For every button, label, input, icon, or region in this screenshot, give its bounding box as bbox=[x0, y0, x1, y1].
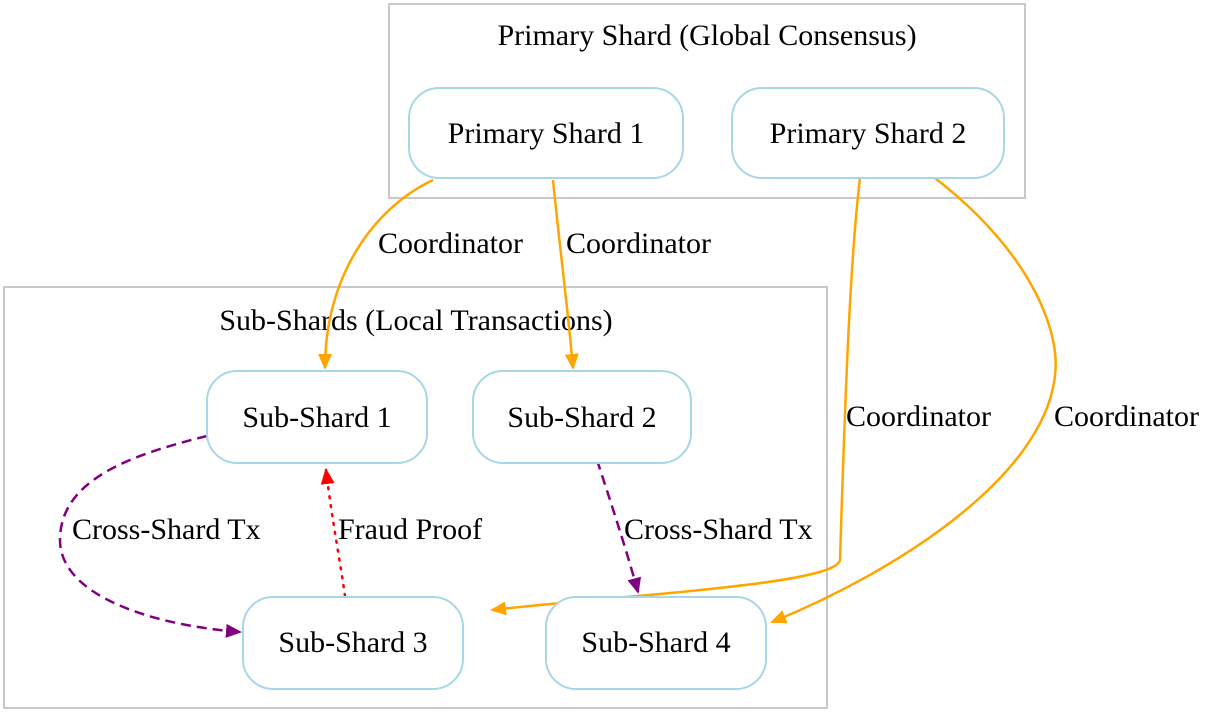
edge-label: Cross-Shard Tx bbox=[624, 513, 813, 546]
edge-label: Coordinator bbox=[846, 400, 991, 433]
node-sub-shard-1[interactable]: Sub-Shard 1 bbox=[206, 370, 428, 464]
node-sub-shard-2[interactable]: Sub-Shard 2 bbox=[472, 370, 692, 464]
node-box bbox=[242, 596, 464, 690]
edge-primary-shard-2-to-sub-shard-3: Coordinator bbox=[490, 177, 991, 616]
node-primary-shard-2[interactable]: Primary Shard 2 bbox=[731, 87, 1005, 179]
edge-label: Cross-Shard Tx bbox=[72, 513, 261, 546]
edge-label: Fraud Proof bbox=[338, 513, 482, 546]
node-sub-shard-4[interactable]: Sub-Shard 4 bbox=[545, 596, 767, 690]
edge-line bbox=[770, 177, 1057, 624]
edge-label: Coordinator bbox=[1054, 400, 1199, 433]
edge-label: Coordinator bbox=[566, 227, 711, 260]
cluster-sub-shards: Sub-Shards (Local Transactions) bbox=[3, 286, 828, 709]
node-sub-shard-3[interactable]: Sub-Shard 3 bbox=[242, 596, 464, 690]
edge-primary-shard-1-to-sub-shard-1: Coordinator bbox=[318, 178, 523, 370]
node-label: Primary Shard 1 bbox=[448, 117, 645, 150]
node-box bbox=[545, 596, 767, 690]
cluster-primary-shard-label: Primary Shard (Global Consensus) bbox=[497, 19, 916, 52]
edge-sub-shard-2-to-sub-shard-4: Cross-Shard Tx bbox=[595, 459, 813, 594]
cluster-primary-shard: Primary Shard (Global Consensus) bbox=[388, 3, 1026, 199]
node-label: Sub-Shard 1 bbox=[242, 401, 391, 434]
node-label: Sub-Shard 3 bbox=[278, 626, 427, 659]
edge-line bbox=[595, 459, 642, 594]
node-primary-shard-1[interactable]: Primary Shard 1 bbox=[408, 87, 684, 179]
edge-line bbox=[58, 434, 242, 638]
cluster-sub-shards-label: Sub-Shards (Local Transactions) bbox=[219, 304, 612, 337]
node-box bbox=[731, 87, 1005, 179]
node-box bbox=[408, 87, 684, 179]
node-box bbox=[206, 370, 428, 464]
node-label: Sub-Shard 2 bbox=[507, 401, 656, 434]
edge-line bbox=[318, 178, 434, 370]
node-label: Sub-Shard 4 bbox=[581, 626, 730, 659]
cluster-primary-shard-box bbox=[388, 3, 1026, 199]
cluster-sub-shards-box bbox=[3, 286, 828, 709]
node-box bbox=[472, 370, 692, 464]
edge-primary-shard-1-to-sub-shard-2: Coordinator bbox=[551, 179, 711, 370]
edge-label: Coordinator bbox=[378, 227, 523, 260]
edge-sub-shard-1-to-sub-shard-3: Cross-Shard Tx bbox=[58, 434, 261, 638]
edge-line bbox=[320, 468, 347, 598]
edge-primary-shard-2-to-sub-shard-4: Coordinator bbox=[770, 177, 1199, 624]
edge-sub-shard-3-to-sub-shard-1: Fraud Proof bbox=[320, 468, 482, 598]
edge-line bbox=[551, 179, 579, 370]
node-label: Primary Shard 2 bbox=[770, 117, 967, 150]
